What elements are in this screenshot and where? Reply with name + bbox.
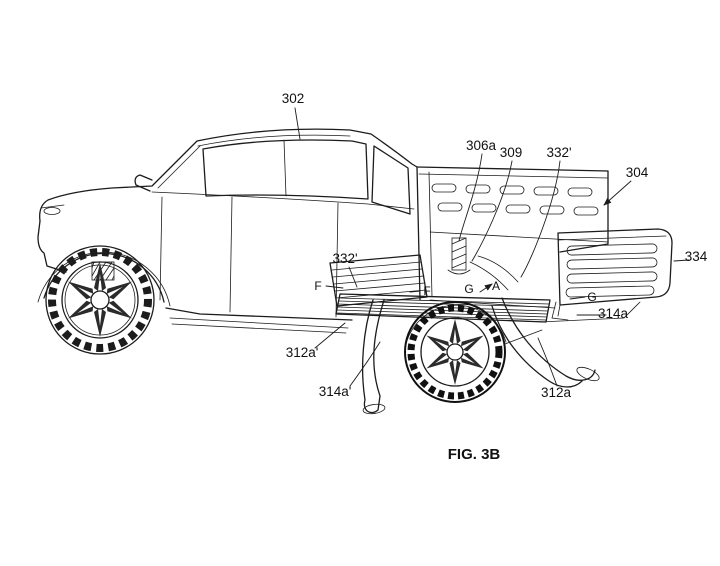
section-letter-g-left: G xyxy=(464,282,473,296)
ref-label-332p-upper: 332' xyxy=(546,145,571,160)
section-letters: F F G A G xyxy=(314,279,596,304)
section-letter-g-right: G xyxy=(587,290,596,304)
bed-panel-slots xyxy=(432,184,598,215)
section-letter-f-right: F xyxy=(423,284,430,298)
ref-label-334: 334 xyxy=(685,249,708,264)
ref-label-332p-lower: 332' xyxy=(332,251,357,266)
ref-label-309: 309 xyxy=(500,145,523,160)
ref-label-312ap: 312a' xyxy=(286,345,319,360)
ref-label-314ap: 314a' xyxy=(319,384,352,399)
ref-label-302: 302 xyxy=(282,91,305,106)
ref-label-304: 304 xyxy=(626,165,649,180)
ref-label-306a: 306a xyxy=(466,138,497,153)
figure-caption: FIG. 3B xyxy=(448,446,501,463)
ref-label-314a: 314a xyxy=(598,306,629,321)
strut-detail xyxy=(448,238,470,274)
front-wheel xyxy=(46,246,154,354)
section-letter-f-left: F xyxy=(314,279,321,293)
truck-line-art xyxy=(38,129,672,415)
ref-label-312a: 312a xyxy=(541,385,572,400)
section-letter-a-mark: A xyxy=(492,279,500,293)
reference-labels: 302 306a 309 332' 304 334 332' 314a 312a… xyxy=(282,91,708,400)
